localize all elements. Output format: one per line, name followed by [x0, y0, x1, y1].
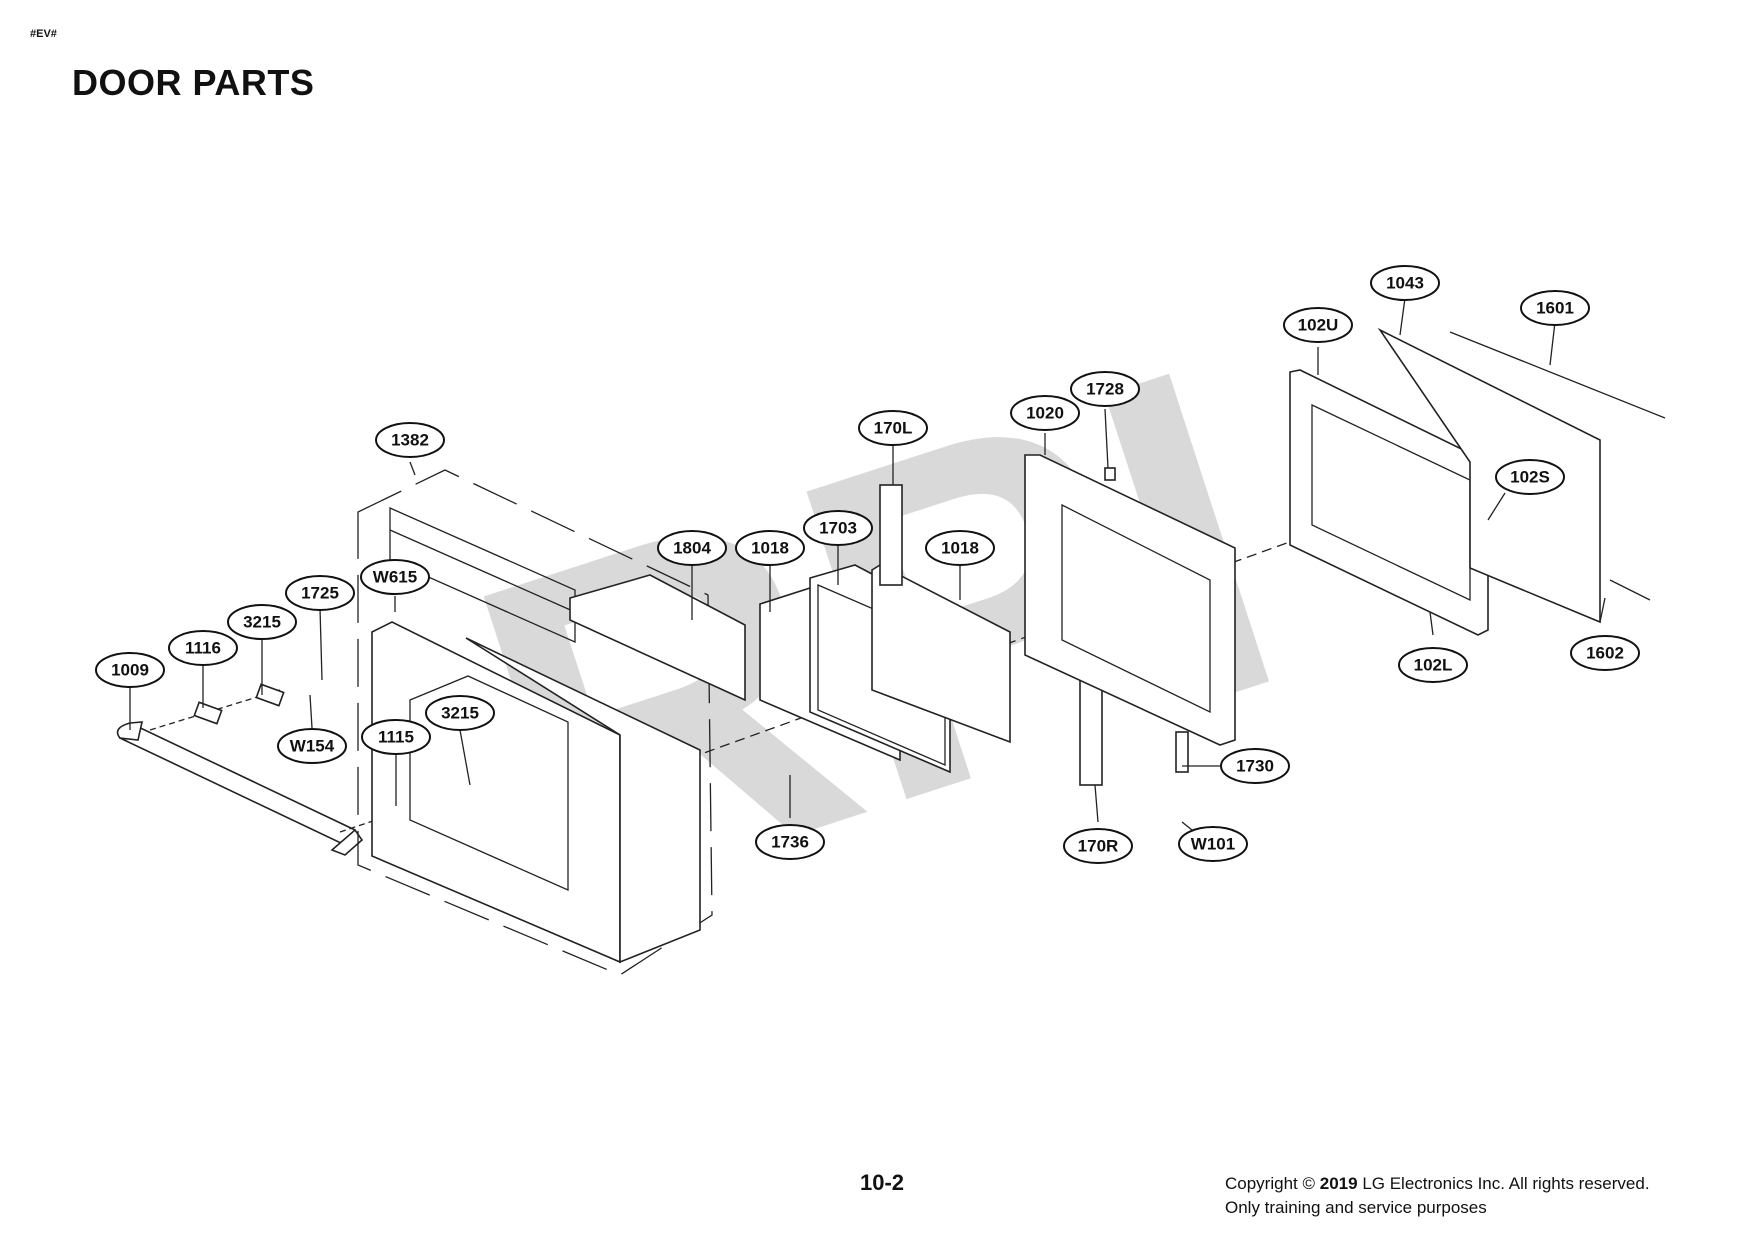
callout-1602: 1602	[1570, 635, 1640, 671]
svg-text:1116: 1116	[185, 639, 221, 658]
svg-text:W154: W154	[290, 737, 335, 756]
callout-1703: 1703	[803, 510, 873, 546]
door-assembly-frame	[357, 469, 713, 976]
svg-text:3215: 3215	[441, 704, 479, 723]
callout-102U: 102U	[1283, 307, 1353, 343]
svg-text:1115: 1115	[378, 728, 414, 747]
svg-text:170R: 170R	[1078, 837, 1119, 856]
clip-1728	[1104, 467, 1116, 481]
callout-1020: 1020	[1010, 395, 1080, 431]
svg-text:1043: 1043	[1386, 274, 1424, 293]
callout-3215-b: 3215	[425, 695, 495, 731]
strip-1601	[1449, 331, 1666, 419]
page-number: 10-2	[860, 1170, 905, 1195]
copyright-line: Copyright © 2019 LG Electronics Inc. All…	[1225, 1172, 1650, 1196]
callout-102S: 102S	[1495, 459, 1565, 495]
svg-text:1703: 1703	[819, 519, 857, 538]
copyright-block: Copyright © 2019 LG Electronics Inc. All…	[1225, 1172, 1650, 1220]
document-tag: #EV#	[30, 28, 57, 40]
vent-duct-1804	[569, 574, 746, 702]
svg-text:1020: 1020	[1026, 404, 1064, 423]
page-title: DOOR PARTS	[72, 62, 315, 103]
callout-1018-a: 1018	[735, 530, 805, 566]
callout-1009: 1009	[95, 652, 165, 688]
leader-lines	[129, 297, 1606, 831]
svg-text:3215: 3215	[243, 613, 281, 632]
callout-3215: 3215	[227, 604, 297, 640]
callout-1115: 1115	[361, 719, 431, 755]
callout-170L: 170L	[858, 410, 928, 446]
callout-1601: 1601	[1520, 290, 1590, 326]
svg-text:102U: 102U	[1298, 316, 1339, 335]
callout-W101: W101	[1178, 826, 1248, 862]
svg-text:1728: 1728	[1086, 380, 1124, 399]
svg-text:1730: 1730	[1236, 757, 1274, 776]
svg-text:1018: 1018	[751, 539, 789, 558]
svg-text:W615: W615	[373, 568, 417, 587]
svg-text:102L: 102L	[1414, 656, 1453, 675]
svg-text:1601: 1601	[1536, 299, 1574, 318]
back-panel-1043	[1377, 327, 1601, 624]
svg-text:W101: W101	[1191, 835, 1235, 854]
svg-text:170L: 170L	[874, 419, 913, 438]
svg-text:1725: 1725	[301, 584, 339, 603]
inner-door-frame-1020	[1024, 454, 1236, 746]
callout-1736: 1736	[755, 824, 825, 860]
callout-102L: 102L	[1398, 647, 1468, 683]
svg-text:1736: 1736	[771, 833, 809, 852]
usage-note: Only training and service purposes	[1225, 1198, 1487, 1217]
callout-1116: 1116	[168, 630, 238, 666]
svg-text:1602: 1602	[1586, 644, 1624, 663]
svg-text:1382: 1382	[391, 431, 429, 450]
bracket-3215-a	[255, 683, 285, 707]
callout-1804: 1804	[657, 530, 727, 566]
callout-1382: 1382	[375, 422, 445, 458]
hinge-170L	[879, 484, 903, 586]
svg-text:1009: 1009	[111, 661, 149, 680]
callout-170R: 170R	[1063, 828, 1133, 864]
copyright-year: 2019	[1319, 1174, 1358, 1193]
strip-1602	[1609, 579, 1651, 601]
copyright-suffix: LG Electronics Inc. All rights reserved.	[1362, 1174, 1650, 1193]
svg-text:1018: 1018	[941, 539, 979, 558]
back-frame-102	[1289, 369, 1489, 636]
glass-1018-b	[871, 564, 1011, 744]
callout-1043: 1043	[1370, 265, 1440, 301]
door-top-trim	[389, 507, 576, 643]
callout-1725: 1725	[285, 575, 355, 611]
callout-W615: W615	[360, 559, 430, 595]
callout-1730: 1730	[1220, 748, 1290, 784]
callout-W154: W154	[277, 728, 347, 764]
copyright-prefix: Copyright ©	[1225, 1174, 1316, 1193]
bracket-1730	[1175, 731, 1189, 773]
svg-text:102S: 102S	[1510, 468, 1550, 487]
callout-1018-b: 1018	[925, 530, 995, 566]
callout-1728: 1728	[1070, 371, 1140, 407]
bracket-1116	[193, 701, 223, 725]
svg-text:1804: 1804	[673, 539, 711, 558]
